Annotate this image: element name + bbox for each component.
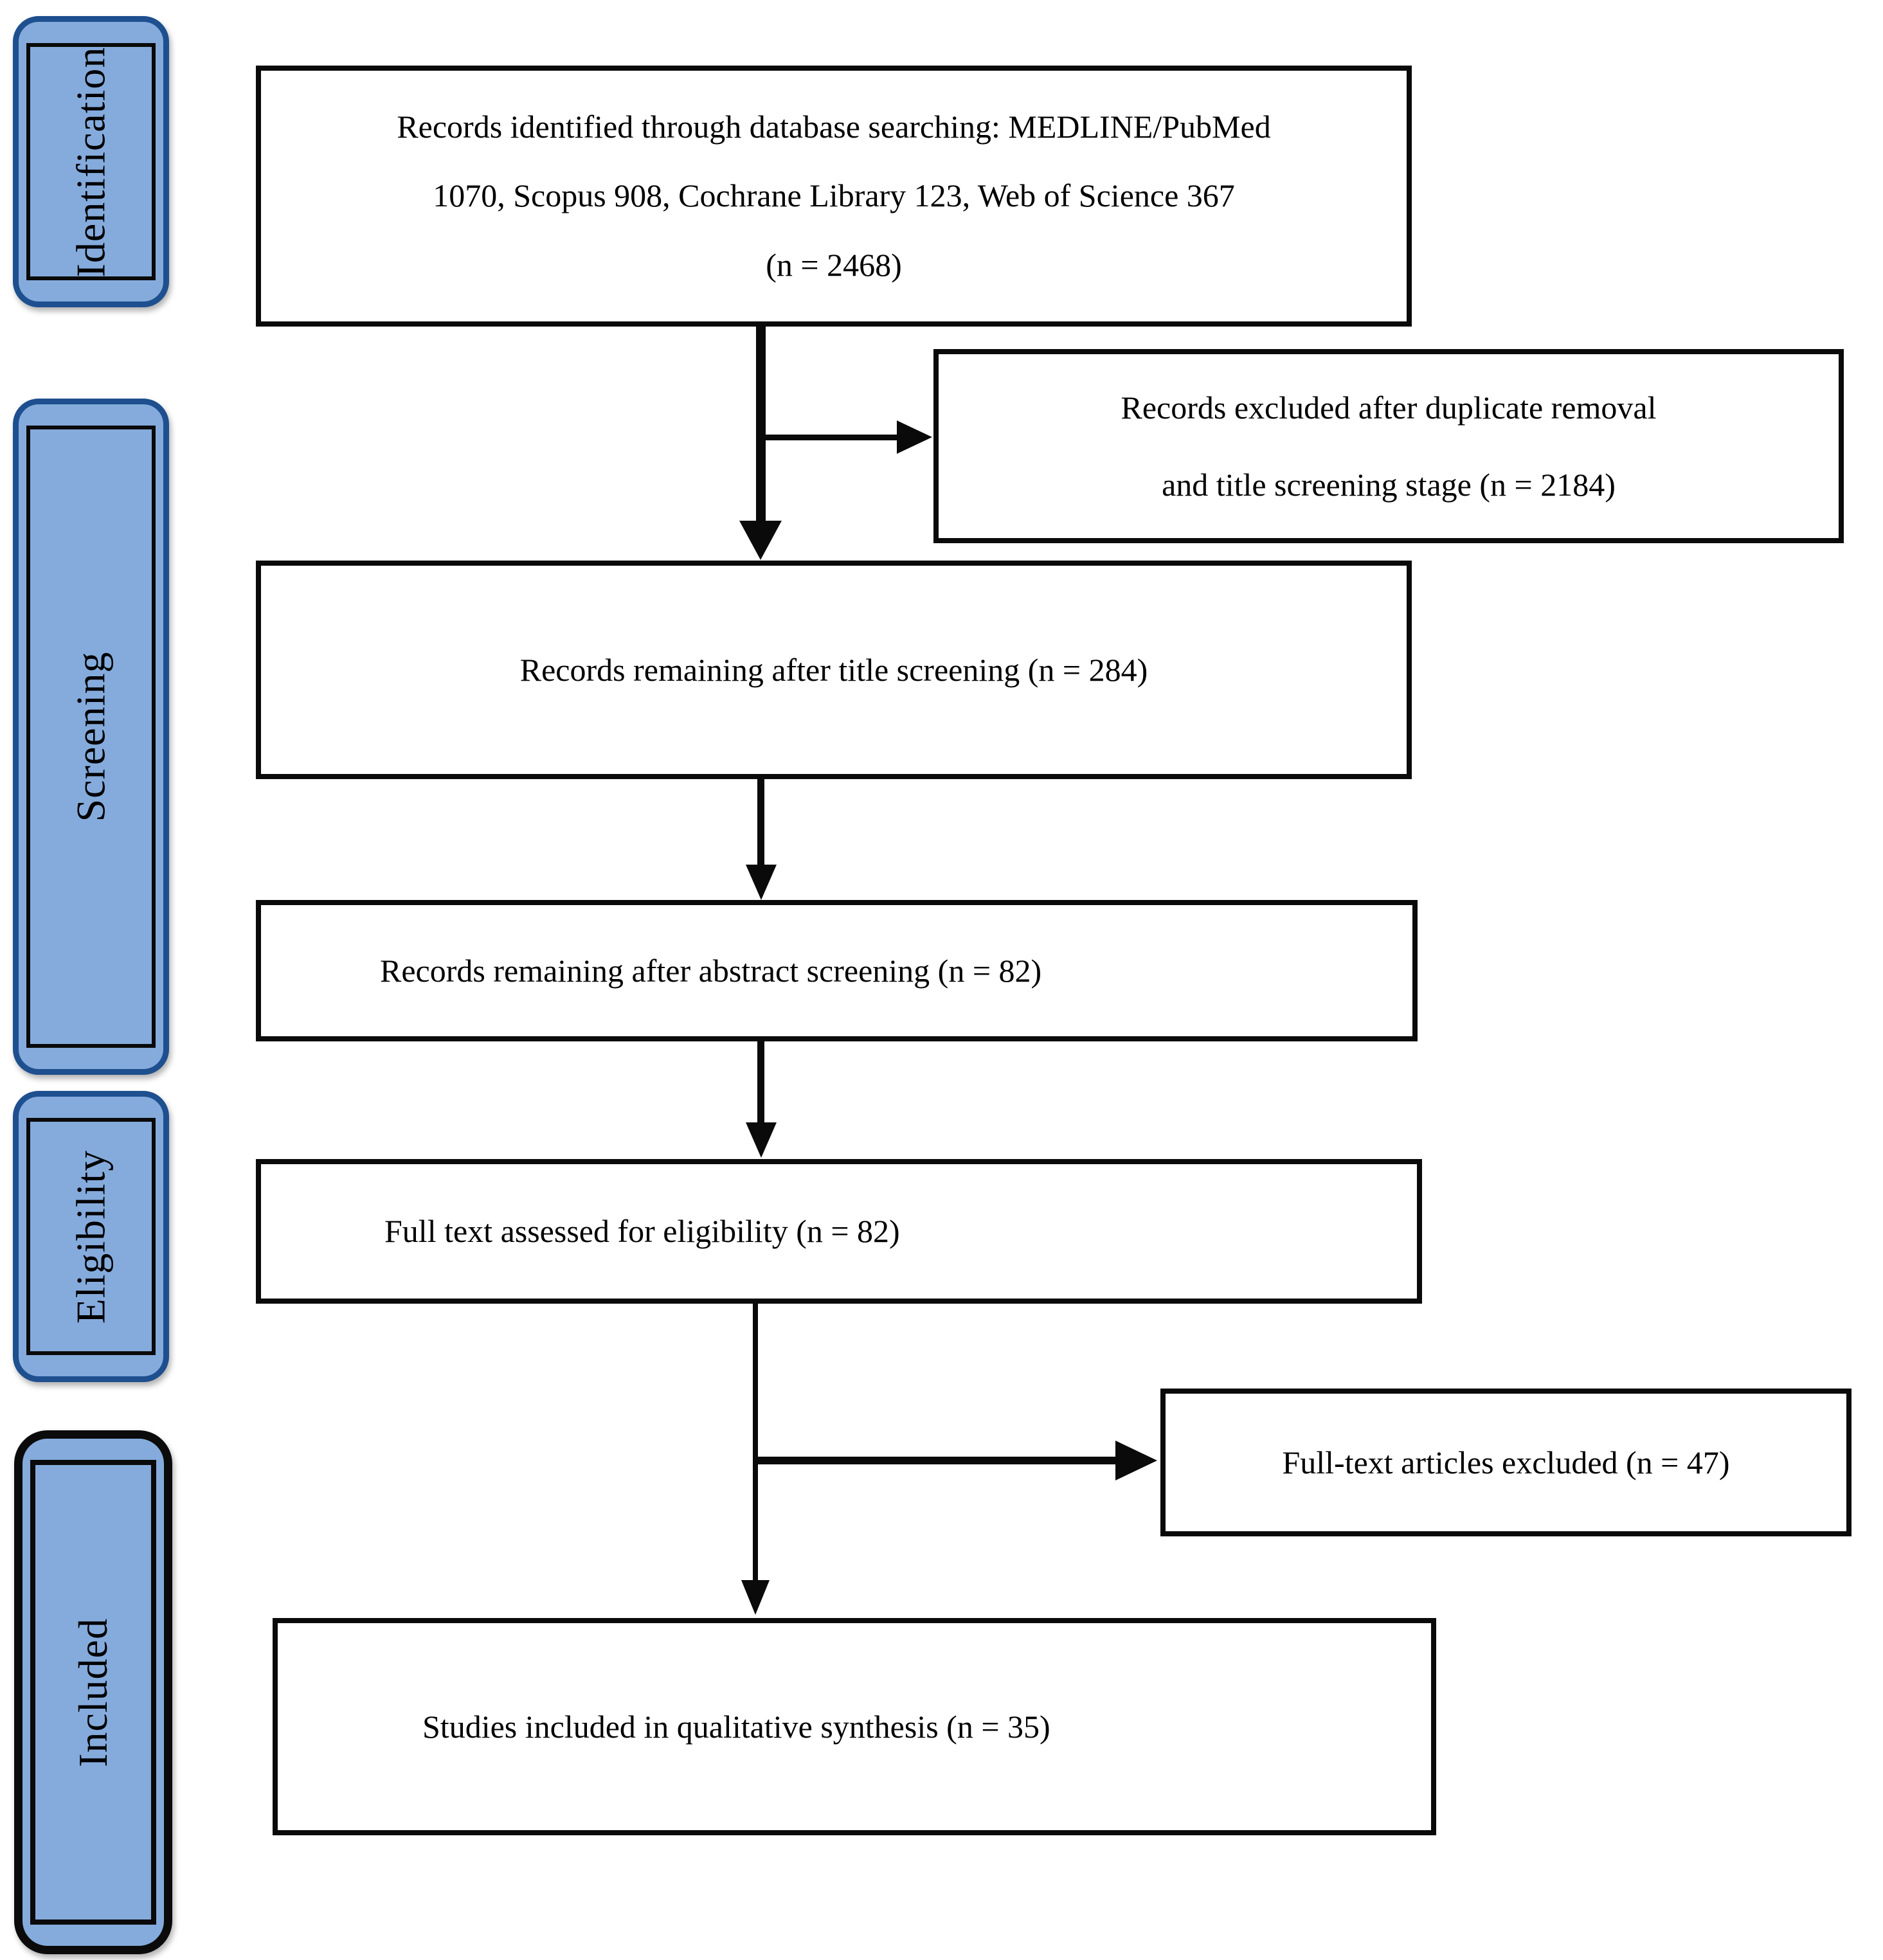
arrow-title-to-abstract-shaft (757, 779, 764, 866)
stage-screening-label: Screening (68, 651, 114, 822)
stage-identification-inner-frame: Identification (26, 43, 156, 280)
arrow-abstract-to-fulltext-shaft (757, 1041, 764, 1124)
records-identified-line2: 1070, Scopus 908, Cochrane Library 123, … (433, 177, 1235, 214)
arrow-identified-to-title-screening-shaft (756, 325, 766, 521)
stage-identification: Identification (13, 16, 169, 307)
duplicates-excluded-box: Records excluded after duplicate removal… (933, 349, 1844, 543)
title-screening-text: Records remaining after title screening … (519, 651, 1148, 688)
stage-eligibility-inner-frame: Eligibility (26, 1118, 156, 1355)
stage-included-label: Included (70, 1617, 116, 1767)
stage-screening-inner-frame: Screening (26, 426, 156, 1048)
arrow-fulltext-to-included-head-icon (741, 1580, 770, 1615)
included-studies-box: Studies included in qualitative synthesi… (273, 1618, 1436, 1835)
full-text-excluded-text: Full-text articles excluded (n = 47) (1282, 1444, 1730, 1480)
stage-screening: Screening (13, 399, 169, 1075)
included-studies-text: Studies included in qualitative synthesi… (422, 1708, 1050, 1745)
arrow-to-fulltext-excluded-head-icon (1115, 1441, 1157, 1480)
abstract-screening-box: Records remaining after abstract screeni… (256, 900, 1418, 1041)
full-text-assessed-text: Full text assessed for eligibility (n = … (384, 1213, 900, 1250)
arrow-identified-to-title-screening-head-icon (739, 521, 782, 560)
abstract-screening-text: Records remaining after abstract screeni… (380, 952, 1042, 989)
stage-eligibility: Eligibility (13, 1091, 169, 1382)
stage-included: Included (14, 1430, 172, 1954)
full-text-assessed-box: Full text assessed for eligibility (n = … (256, 1159, 1422, 1304)
records-identified-line3: (n = 2468) (766, 246, 902, 283)
records-identified-box: Records identified through database sear… (256, 66, 1412, 327)
arrow-abstract-to-fulltext-head-icon (746, 1122, 777, 1158)
duplicates-excluded-line1: Records excluded after duplicate removal (1121, 390, 1657, 426)
arrow-to-duplicates-excluded-head-icon (897, 420, 932, 454)
arrow-to-duplicates-excluded-shaft (766, 435, 898, 440)
arrow-title-to-abstract-head-icon (746, 865, 777, 900)
stage-eligibility-label: Eligibility (68, 1149, 114, 1324)
duplicates-excluded-line2: and title screening stage (n = 2184) (1162, 467, 1616, 503)
stage-included-inner-frame: Included (30, 1460, 156, 1925)
arrow-to-fulltext-excluded-shaft (755, 1457, 1117, 1464)
title-screening-box: Records remaining after title screening … (256, 561, 1412, 779)
arrow-fulltext-to-included-shaft (753, 1304, 758, 1580)
records-identified-line1: Records identified through database sear… (397, 108, 1271, 145)
stage-identification-label: Identification (68, 46, 114, 277)
full-text-excluded-box: Full-text articles excluded (n = 47) (1160, 1389, 1851, 1536)
